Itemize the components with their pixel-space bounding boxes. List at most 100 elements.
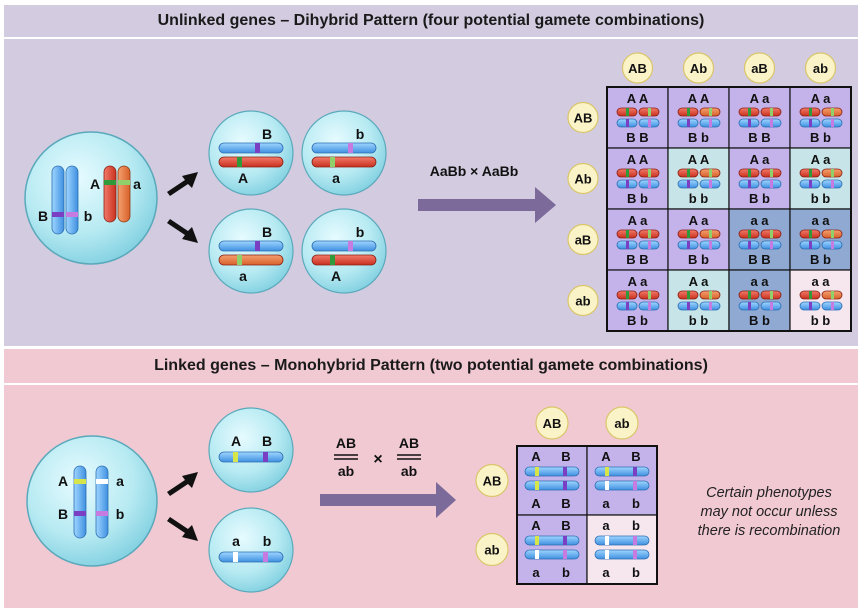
gamete-header-circle bbox=[567, 101, 599, 134]
gene-band bbox=[748, 241, 751, 249]
column-header: Ab bbox=[690, 61, 707, 76]
punnett-cell: A ab b bbox=[789, 147, 852, 210]
gene-band bbox=[605, 550, 609, 559]
gene-band bbox=[626, 241, 629, 249]
chromosome bbox=[594, 466, 650, 477]
allele-label: b bbox=[562, 565, 570, 580]
gene-band bbox=[748, 291, 751, 299]
gene-band bbox=[535, 550, 539, 559]
gene-band bbox=[563, 481, 567, 490]
gene-band bbox=[687, 302, 690, 310]
allele-label: B bbox=[561, 496, 570, 511]
allele-label: A bbox=[531, 449, 541, 464]
cell-background bbox=[789, 208, 852, 271]
cross-numerator: AB bbox=[336, 435, 356, 451]
allele-label: b bbox=[84, 208, 93, 224]
genotype-bottom: B B bbox=[626, 130, 648, 145]
gene-band bbox=[770, 180, 773, 188]
gene-band bbox=[626, 119, 629, 127]
punnett-cell: A AB B bbox=[606, 86, 669, 149]
chromosome-linked-1 bbox=[73, 465, 87, 539]
gene-band bbox=[831, 180, 834, 188]
gamete-header-circle bbox=[804, 52, 837, 84]
unlinked-title: Unlinked genes – Dihybrid Pattern (four … bbox=[157, 12, 705, 29]
gene-band bbox=[535, 467, 539, 476]
gene-band bbox=[535, 536, 539, 545]
gene-band bbox=[605, 536, 609, 545]
gene-band bbox=[687, 180, 690, 188]
punnett-cell: A aB b bbox=[789, 86, 852, 149]
gamete-cell: BA bbox=[208, 110, 294, 196]
allele-label: A bbox=[601, 449, 611, 464]
allele-label: b bbox=[263, 533, 272, 549]
gene-band bbox=[709, 180, 712, 188]
chromosome-a1 bbox=[103, 165, 117, 223]
genotype-top: A a bbox=[811, 91, 832, 106]
chromosome bbox=[311, 156, 377, 168]
chromosome bbox=[218, 156, 284, 168]
recombination-note: Certain phenotypes may not occur unless … bbox=[680, 484, 858, 541]
column-header: AB bbox=[543, 416, 562, 431]
row-header: AB bbox=[483, 474, 502, 489]
gene-band bbox=[626, 180, 629, 188]
gamete-header-circle bbox=[621, 52, 654, 84]
gene-band bbox=[770, 291, 773, 299]
allele-label: B bbox=[262, 126, 272, 142]
chromosome bbox=[311, 142, 377, 154]
cell-membrane bbox=[208, 407, 294, 493]
allele-label: A bbox=[90, 176, 100, 192]
gene-band bbox=[330, 157, 335, 167]
allele-label: a bbox=[602, 565, 610, 580]
gamete-header-circle bbox=[605, 406, 639, 440]
arrow-icon bbox=[167, 517, 198, 541]
gamete-header-circle bbox=[567, 284, 599, 317]
gene-band bbox=[809, 108, 812, 116]
punnett-cell: A ab b bbox=[667, 269, 730, 332]
arrow-right-icon bbox=[320, 482, 456, 518]
gene-band bbox=[687, 169, 690, 177]
allele-label: b bbox=[632, 496, 640, 511]
gene-band bbox=[748, 119, 751, 127]
allele-label: B bbox=[631, 449, 640, 464]
chromosome bbox=[524, 535, 580, 546]
cell-background bbox=[606, 269, 669, 332]
allele-label: a bbox=[116, 473, 124, 489]
gene-band bbox=[809, 302, 812, 310]
cell-background bbox=[606, 147, 669, 210]
punnett-cell: A aB b bbox=[667, 208, 730, 271]
genotype-bottom: b b bbox=[811, 313, 831, 328]
arrow-icon bbox=[167, 172, 198, 196]
linked-parent-cell: A a B b bbox=[26, 435, 158, 567]
gene-band bbox=[633, 481, 637, 490]
cell-background bbox=[789, 269, 852, 332]
cell-background bbox=[516, 514, 588, 585]
linked-title: Linked genes – Monohybrid Pattern (two p… bbox=[154, 357, 708, 374]
genotype-bottom: B B bbox=[748, 252, 770, 267]
chromosome-b1 bbox=[51, 165, 65, 235]
gene-band bbox=[770, 241, 773, 249]
allele-label: a bbox=[602, 518, 610, 533]
gamete-header-circle bbox=[682, 52, 715, 84]
gene-band bbox=[809, 119, 812, 127]
genotype-top: A a bbox=[811, 152, 832, 167]
allele-label: B bbox=[561, 518, 570, 533]
gene-band bbox=[709, 119, 712, 127]
punnett-cell: a aB b bbox=[728, 269, 791, 332]
punnett-cell: A aB b bbox=[728, 147, 791, 210]
genotype-bottom: B b bbox=[749, 313, 770, 328]
allele-label: B bbox=[58, 506, 68, 522]
gene-band bbox=[263, 452, 268, 462]
gamete-header-circle bbox=[475, 463, 509, 498]
allele-label: a bbox=[133, 176, 141, 192]
gamete-header-circle bbox=[535, 406, 569, 440]
punnett-cell: a ab b bbox=[789, 269, 852, 332]
gene-band bbox=[687, 119, 690, 127]
allele-label: B bbox=[262, 224, 272, 240]
